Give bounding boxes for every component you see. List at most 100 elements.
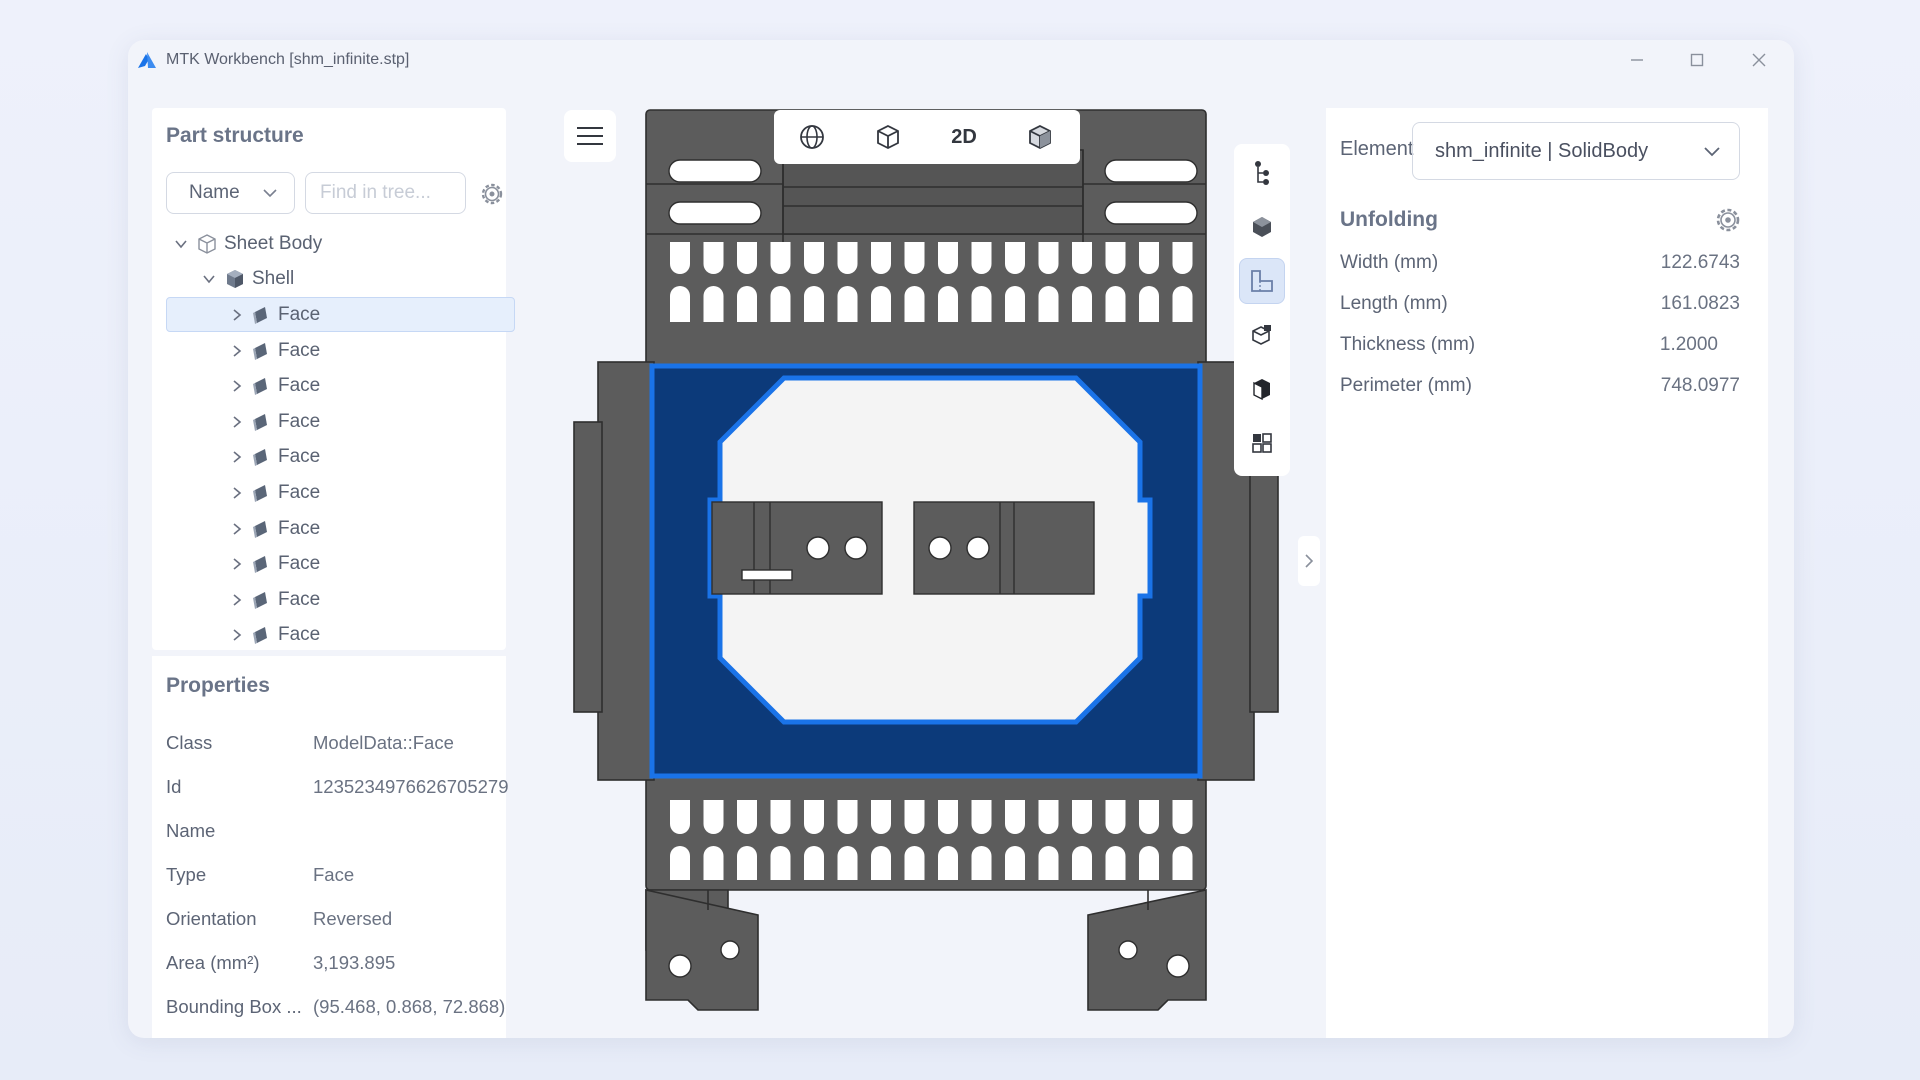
perspective-view-button[interactable]: [774, 110, 850, 164]
face-icon: [253, 591, 267, 609]
chevron-down-icon: [1704, 147, 1720, 157]
tree-search-input[interactable]: [305, 172, 466, 214]
property-key: Class: [166, 732, 213, 753]
tree-item-face[interactable]: Face: [152, 546, 506, 582]
tree-item-face[interactable]: Face: [152, 511, 506, 547]
properties-title: Properties: [166, 674, 270, 697]
chevron-down-icon[interactable]: [202, 272, 216, 286]
unfolding-value: 748.0977: [1660, 375, 1740, 396]
sheet-body-icon: [198, 234, 216, 254]
grid-tool-button[interactable]: [1239, 420, 1285, 466]
face-icon: [253, 342, 267, 360]
vent-slots-top: [662, 242, 1198, 322]
chevron-right-icon[interactable]: [230, 486, 244, 500]
3d-view-button[interactable]: [850, 110, 926, 164]
tool-palette: [1234, 144, 1290, 476]
tree-item-face[interactable]: Face: [152, 440, 506, 476]
unfolding-value: 1.2000: [1659, 334, 1718, 355]
unfolding-key: Width (mm): [1340, 252, 1439, 273]
unfolding-key: Perimeter (mm): [1340, 375, 1472, 396]
tree-item-label: Face: [278, 303, 321, 325]
structure-tool-button[interactable]: [1239, 150, 1285, 196]
tree-item-label: Face: [278, 410, 321, 432]
chevron-right-icon[interactable]: [230, 522, 244, 536]
property-value: 3,193.895: [313, 952, 396, 973]
tree-item-face[interactable]: Face: [152, 297, 515, 333]
chevron-right-icon[interactable]: [230, 379, 244, 393]
2d-view-button[interactable]: 2D: [951, 125, 977, 148]
feature-cube-icon: [1252, 325, 1271, 345]
property-key: Name: [166, 820, 216, 841]
chevron-right-icon[interactable]: [230, 450, 244, 464]
face-icon: [253, 378, 267, 396]
chevron-right-icon[interactable]: [230, 557, 244, 571]
tree-item-label: Face: [278, 339, 321, 361]
thickness-tool-button[interactable]: [1239, 366, 1285, 412]
part-tree: Sheet Body Shell Face Face: [152, 226, 515, 654]
unfolding-value: 122.6743: [1660, 252, 1740, 273]
half-cube-icon: [1253, 379, 1270, 401]
feature-tool-button[interactable]: [1239, 312, 1285, 358]
vent-slots-bottom: [662, 800, 1198, 880]
element-dropdown-value: shm_infinite | SolidBody: [1435, 139, 1649, 162]
app-logo-icon: [138, 52, 156, 68]
chevron-right-icon[interactable]: [230, 308, 244, 322]
tree-settings-gear-icon[interactable]: [478, 180, 506, 208]
tree-item-label: Face: [278, 553, 321, 575]
part-structure-title: Part structure: [166, 124, 304, 147]
element-dropdown[interactable]: shm_infinite | SolidBody: [1412, 122, 1740, 180]
hierarchy-icon: [1255, 161, 1269, 185]
tree-item-face[interactable]: Face: [152, 618, 506, 654]
tree-item-sheet-body[interactable]: Sheet Body: [152, 226, 506, 262]
inner-tabs: [711, 501, 1095, 595]
tree-item-face[interactable]: Face: [152, 404, 506, 440]
chevron-right-icon: [1305, 554, 1314, 568]
unfolding-settings-gear-icon[interactable]: [1712, 204, 1744, 236]
solid-cube-icon: [1253, 217, 1271, 237]
grid-icon: [1252, 433, 1272, 453]
main-menu-button[interactable]: [564, 110, 616, 162]
view-toolbar: 2D: [774, 110, 1080, 164]
unfold-tool-button[interactable]: [1239, 258, 1285, 304]
cube-outline-icon: [877, 124, 899, 150]
filter-dropdown[interactable]: Name: [166, 172, 295, 214]
chevron-down-icon[interactable]: [174, 237, 188, 251]
face-icon: [253, 484, 267, 502]
tree-item-label: Face: [278, 446, 321, 468]
maximize-icon: [1690, 53, 1704, 67]
tree-item-shell[interactable]: Shell: [152, 262, 506, 298]
property-key: Type: [166, 864, 207, 885]
tree-item-face[interactable]: Face: [152, 368, 506, 404]
face-icon: [253, 520, 267, 538]
maximize-button[interactable]: [1685, 48, 1709, 72]
property-value: ModelData::Face: [313, 732, 454, 753]
chevron-right-icon[interactable]: [230, 593, 244, 607]
tree-item-label: Face: [278, 481, 321, 503]
tree-item-face[interactable]: Face: [152, 333, 506, 369]
chevron-right-icon[interactable]: [230, 344, 244, 358]
chevron-right-icon[interactable]: [230, 415, 244, 429]
tree-item-face[interactable]: Face: [152, 582, 506, 618]
chevron-right-icon[interactable]: [230, 628, 244, 642]
tree-item-label: Face: [278, 624, 321, 646]
close-button[interactable]: [1747, 48, 1771, 72]
shaded-view-button[interactable]: [1002, 110, 1078, 164]
minimize-button[interactable]: [1625, 48, 1649, 72]
collapse-panel-handle[interactable]: [1298, 536, 1320, 586]
property-value: (95.468, 0.868, 72.868): [313, 996, 506, 1017]
face-icon: [253, 627, 267, 645]
property-value: Face: [313, 864, 355, 885]
solid-tool-button[interactable]: [1239, 204, 1285, 250]
close-icon: [1752, 53, 1766, 67]
title-bar: MTK Workbench [shm_infinite.stp]: [128, 40, 1794, 80]
tree-item-face[interactable]: Face: [152, 475, 506, 511]
property-key: Bounding Box ...: [166, 996, 302, 1017]
selection-highlight: [166, 297, 515, 333]
hamburger-icon: [577, 127, 603, 145]
tree-item-label: Face: [278, 375, 321, 397]
face-icon: [253, 556, 267, 574]
property-key: Area (mm²): [166, 952, 260, 973]
unfolding-title: Unfolding: [1340, 208, 1438, 231]
3d-viewport[interactable]: [518, 96, 1454, 1038]
face-icon: [253, 449, 267, 467]
